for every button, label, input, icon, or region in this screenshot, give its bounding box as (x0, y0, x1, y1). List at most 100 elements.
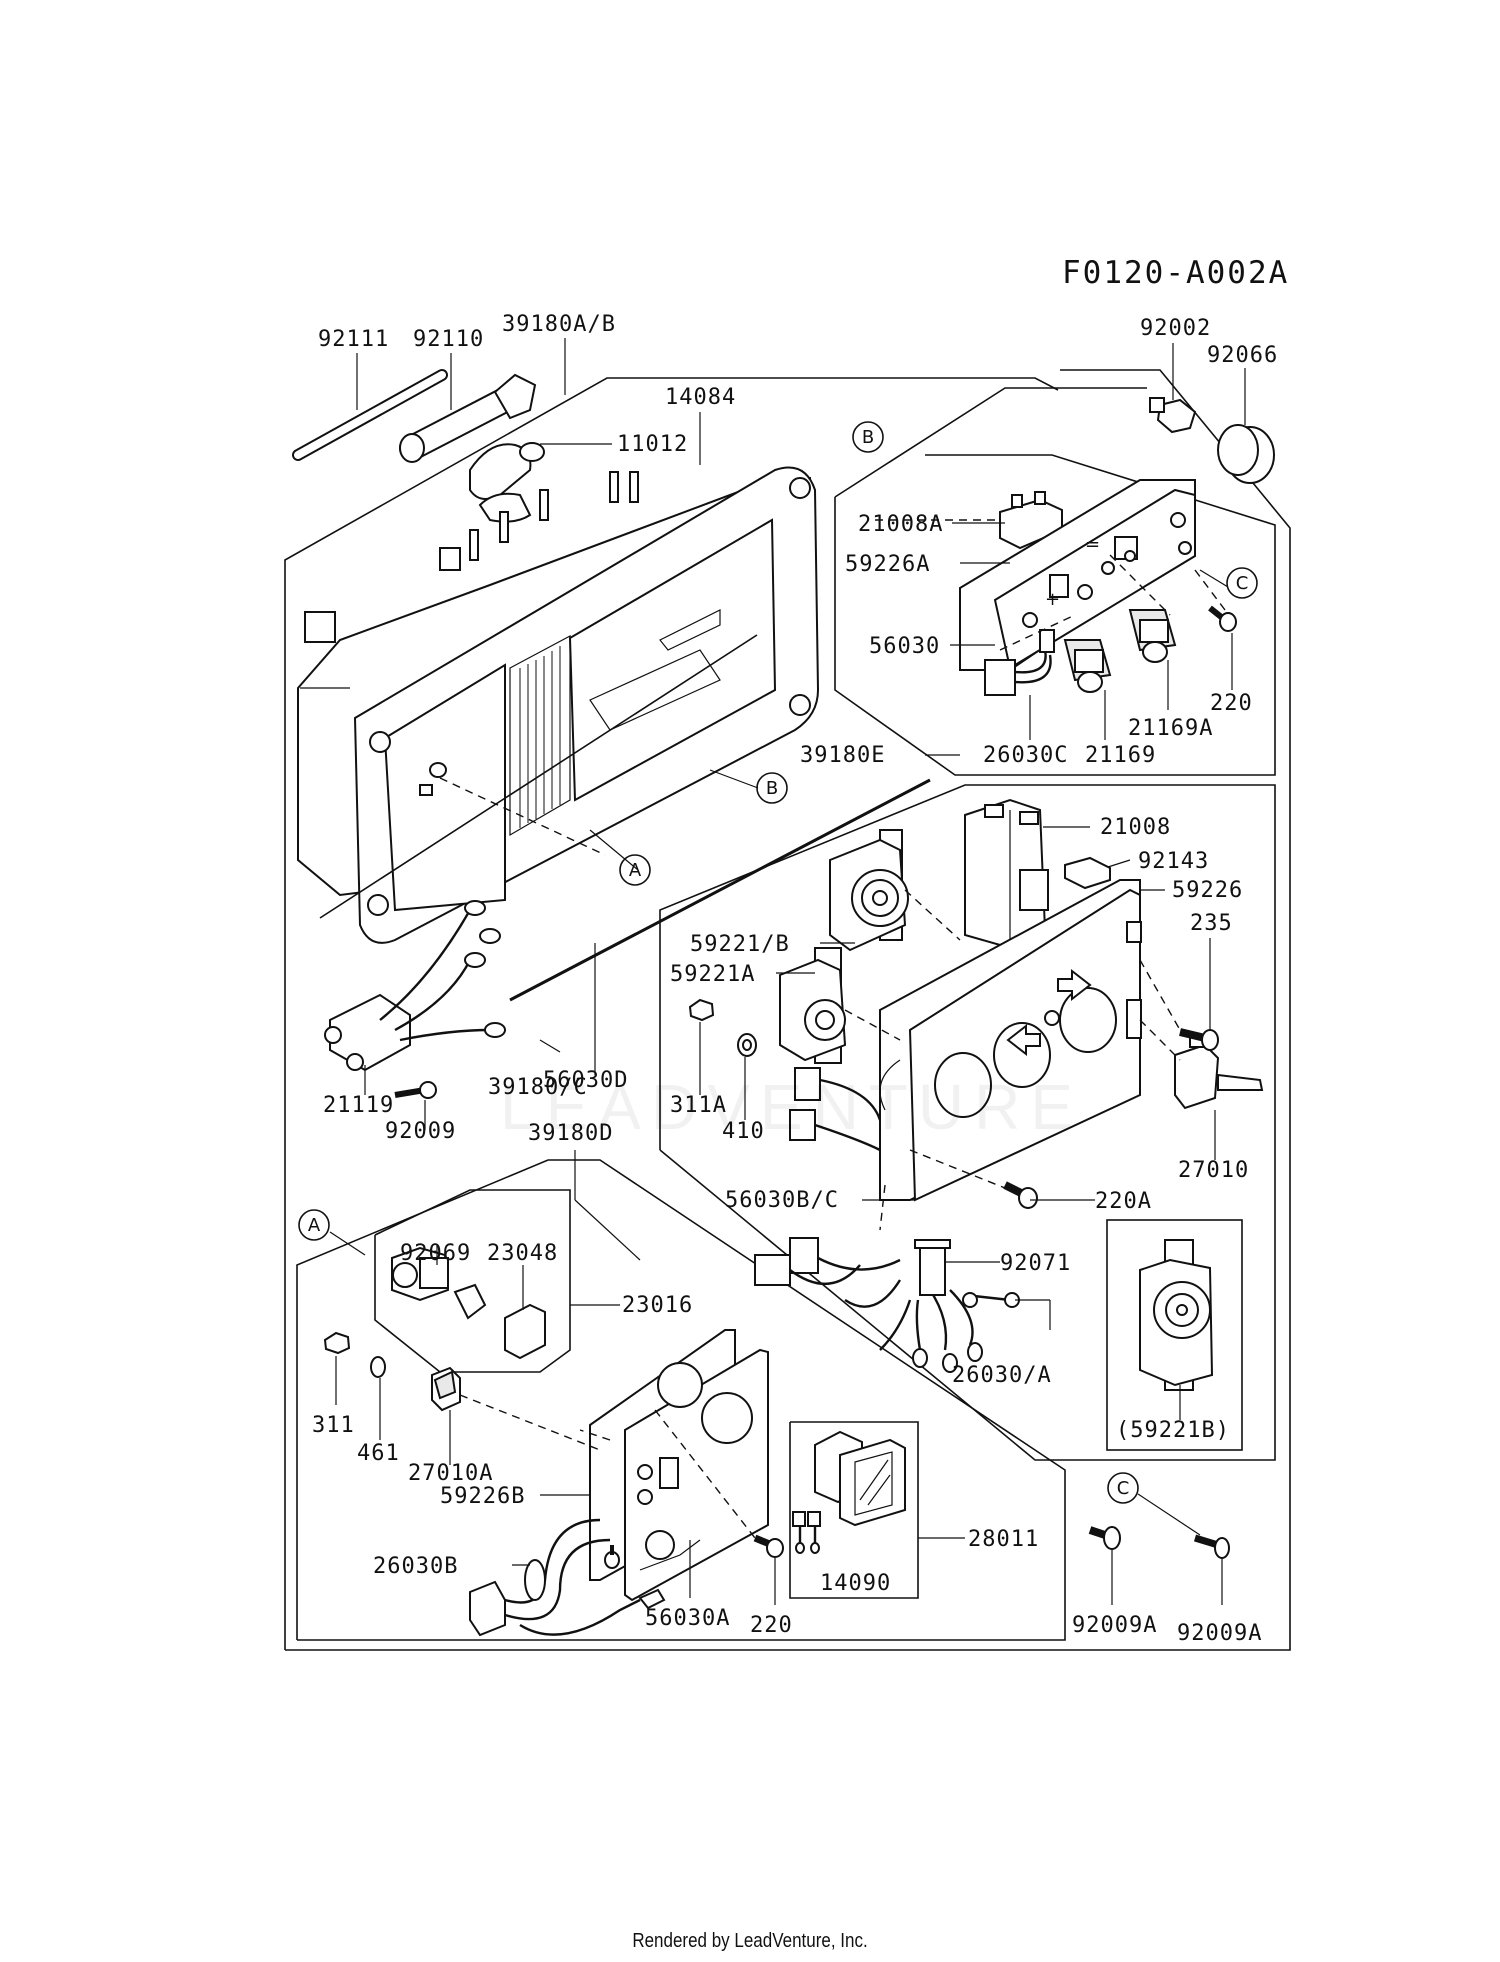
label-92110: 92110 (413, 327, 484, 352)
screw-92009a-1 (1088, 1526, 1121, 1550)
label-14084: 14084 (665, 385, 736, 410)
spacer-92143 (1064, 856, 1111, 890)
label-21008a: 21008A (858, 512, 943, 537)
svg-text:=: = (1085, 534, 1100, 555)
label-23048: 23048 (487, 1241, 558, 1266)
label-461: 461 (357, 1441, 400, 1466)
washer-410 (737, 1033, 757, 1057)
box-28011 (789, 1421, 919, 1599)
label-26030c: 26030C (983, 743, 1068, 768)
screw-220-bottom (753, 1534, 784, 1558)
svg-text:A: A (308, 1215, 321, 1236)
label-56030a: 56030A (645, 1606, 730, 1631)
callout-c-top-leader (1199, 569, 1229, 588)
outer-frame-right (285, 369, 1291, 1651)
callout-c-lower: C (1107, 1472, 1139, 1504)
callout-c-top: C (1226, 567, 1258, 599)
label-39180c-main: 39180/C (488, 1075, 588, 1100)
callout-a-lower-leader (329, 1231, 366, 1256)
label-59221b-paren: (59221B) (1116, 1418, 1230, 1443)
svg-text:C: C (1117, 1478, 1130, 1499)
label-21169a: 21169A (1128, 716, 1213, 741)
outlet-59221b (829, 829, 909, 952)
bolt-92002 (1149, 397, 1197, 434)
harness-26030b (469, 1518, 666, 1637)
dashed-lines (439, 519, 1226, 1539)
box-23016 (374, 1189, 571, 1373)
nut-311a (688, 998, 715, 1022)
svg-text:B: B (862, 427, 874, 448)
callout-b-housing: B (756, 772, 788, 804)
label-410: 410 (722, 1119, 765, 1144)
label-92143: 92143 (1138, 849, 1209, 874)
control-panel-housing-14084 (297, 466, 820, 944)
label-92009a-2: 92009A (1177, 1621, 1262, 1646)
label-311a: 311A (670, 1093, 727, 1118)
label-56030d: 56030D (543, 1068, 628, 1093)
label-39180ab: 39180A/B (502, 312, 616, 337)
label-235: 235 (1190, 911, 1233, 936)
svg-text:A: A (629, 860, 642, 881)
label-59221b: 59221/B (690, 932, 790, 957)
label-92111: 92111 (318, 327, 389, 352)
label-92071: 92071 (1000, 1251, 1071, 1276)
label-92069: 92069 (400, 1241, 471, 1266)
label-311: 311 (312, 1413, 355, 1438)
box-59221b (1106, 1219, 1243, 1451)
washer-461 (370, 1356, 386, 1378)
callout-a-leader (589, 829, 639, 871)
label-21169: 21169 (1085, 743, 1156, 768)
label-92066: 92066 (1207, 343, 1278, 368)
box-a-frame (296, 1159, 1066, 1641)
screw-235 (1179, 1028, 1219, 1051)
connector-26030c (984, 629, 1055, 696)
label-92002: 92002 (1140, 316, 1211, 341)
label-59226b: 59226B (440, 1484, 525, 1509)
label-11012: 11012 (617, 432, 688, 457)
callout-b-top: B (852, 421, 884, 453)
box-b-top (834, 387, 1147, 498)
tube-wrench-92110 (399, 373, 537, 463)
label-27010a: 27010A (408, 1461, 493, 1486)
label-14090: 14090 (820, 1571, 891, 1596)
harness-26030a (754, 1067, 1020, 1373)
label-56030bc: 56030B/C (725, 1188, 839, 1213)
label-27010: 27010 (1178, 1158, 1249, 1183)
label-21008: 21008 (1100, 815, 1171, 840)
clip-11012 (469, 442, 545, 523)
box-b-frame (834, 454, 1276, 776)
callout-a-housing: A (619, 854, 651, 886)
label-39180d: 39180D (528, 1121, 613, 1146)
box-middle-frame (659, 784, 1276, 1461)
svg-text:B: B (766, 778, 778, 799)
panel-59226a: + = (959, 479, 1196, 671)
callout-a-lower: A (298, 1209, 330, 1241)
terminal-21169 (1063, 639, 1112, 693)
rod-92111 (292, 369, 448, 461)
switch-27010 (1174, 1034, 1264, 1110)
label-59221a: 59221A (670, 962, 755, 987)
switch-27010a (431, 1366, 461, 1412)
svg-text:C: C (1236, 573, 1249, 594)
leader-lines (335, 338, 1246, 1605)
outer-frame (284, 377, 1059, 1650)
terminal-21169a (1128, 609, 1177, 663)
part-labels: 92111 92110 39180A/B 14084 11012 92002 9… (312, 312, 1278, 1646)
label-59226: 59226 (1172, 878, 1243, 903)
nut-311 (323, 1331, 351, 1355)
svg-text:+: + (1045, 589, 1060, 610)
label-92009: 92009 (385, 1119, 456, 1144)
label-220-bottom: 220 (750, 1613, 793, 1638)
screw-220-top (1208, 605, 1237, 632)
panel-59226 (879, 879, 1142, 1202)
label-39180e: 39180E (800, 743, 885, 768)
component-21119 (324, 900, 506, 1099)
label-220-top: 220 (1210, 691, 1253, 716)
footer-credit: Rendered by LeadVenture, Inc. (632, 1930, 868, 1952)
bulb-92069 (453, 1283, 487, 1320)
lamp-holder-92069 (391, 1246, 450, 1302)
label-220a: 220A (1095, 1189, 1152, 1214)
label-56030: 56030 (869, 634, 940, 659)
